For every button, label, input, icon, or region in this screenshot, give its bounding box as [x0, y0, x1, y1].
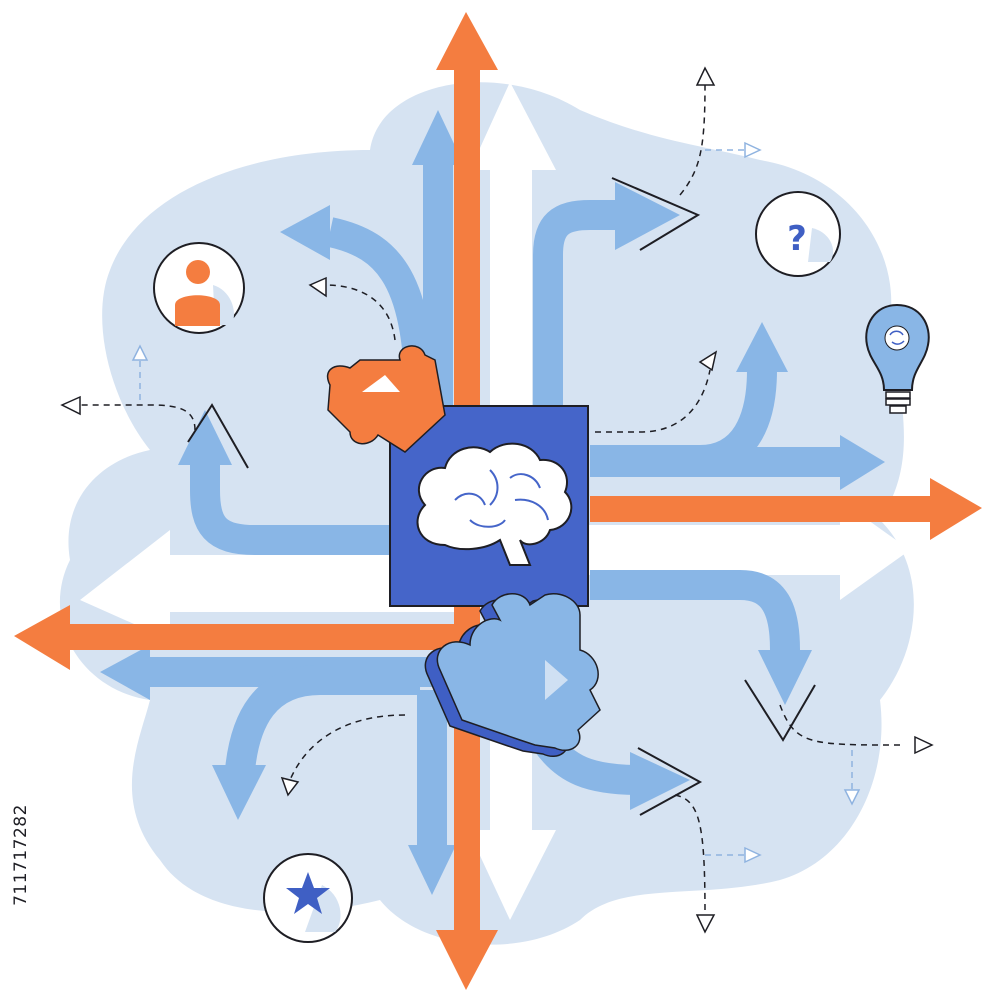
image-id-label: 711717282 [6, 770, 36, 940]
center-square [389, 405, 589, 607]
arrow-head-upright [698, 350, 718, 372]
dashed-arrow-heads [60, 66, 934, 934]
puzzle-piece-icon [326, 345, 446, 453]
image-id-text: 711717282 [11, 804, 31, 906]
star-icon [263, 853, 353, 943]
small-blue-arrow-heads [131, 141, 861, 864]
lightbulb-brain-icon [865, 303, 930, 414]
dashed-paths [80, 84, 901, 916]
arrow-head-downleft [280, 776, 300, 797]
orange-arrow-left [14, 605, 500, 670]
orange-arrow-right [590, 478, 982, 540]
arrow-head-left [60, 395, 81, 416]
arrow-head-up [695, 66, 716, 86]
question-mark-text: ? [787, 219, 807, 259]
arrow-head-down [695, 914, 716, 934]
arrow-head-left [308, 276, 327, 298]
person-icon [153, 242, 245, 334]
question-icon: ? [755, 191, 841, 277]
arrow-head-right [914, 735, 934, 755]
brain-icon [416, 442, 573, 566]
chevron-accents [187, 177, 816, 816]
blue-arrow-heads [100, 110, 885, 895]
puzzle-piece-icon [424, 593, 601, 757]
